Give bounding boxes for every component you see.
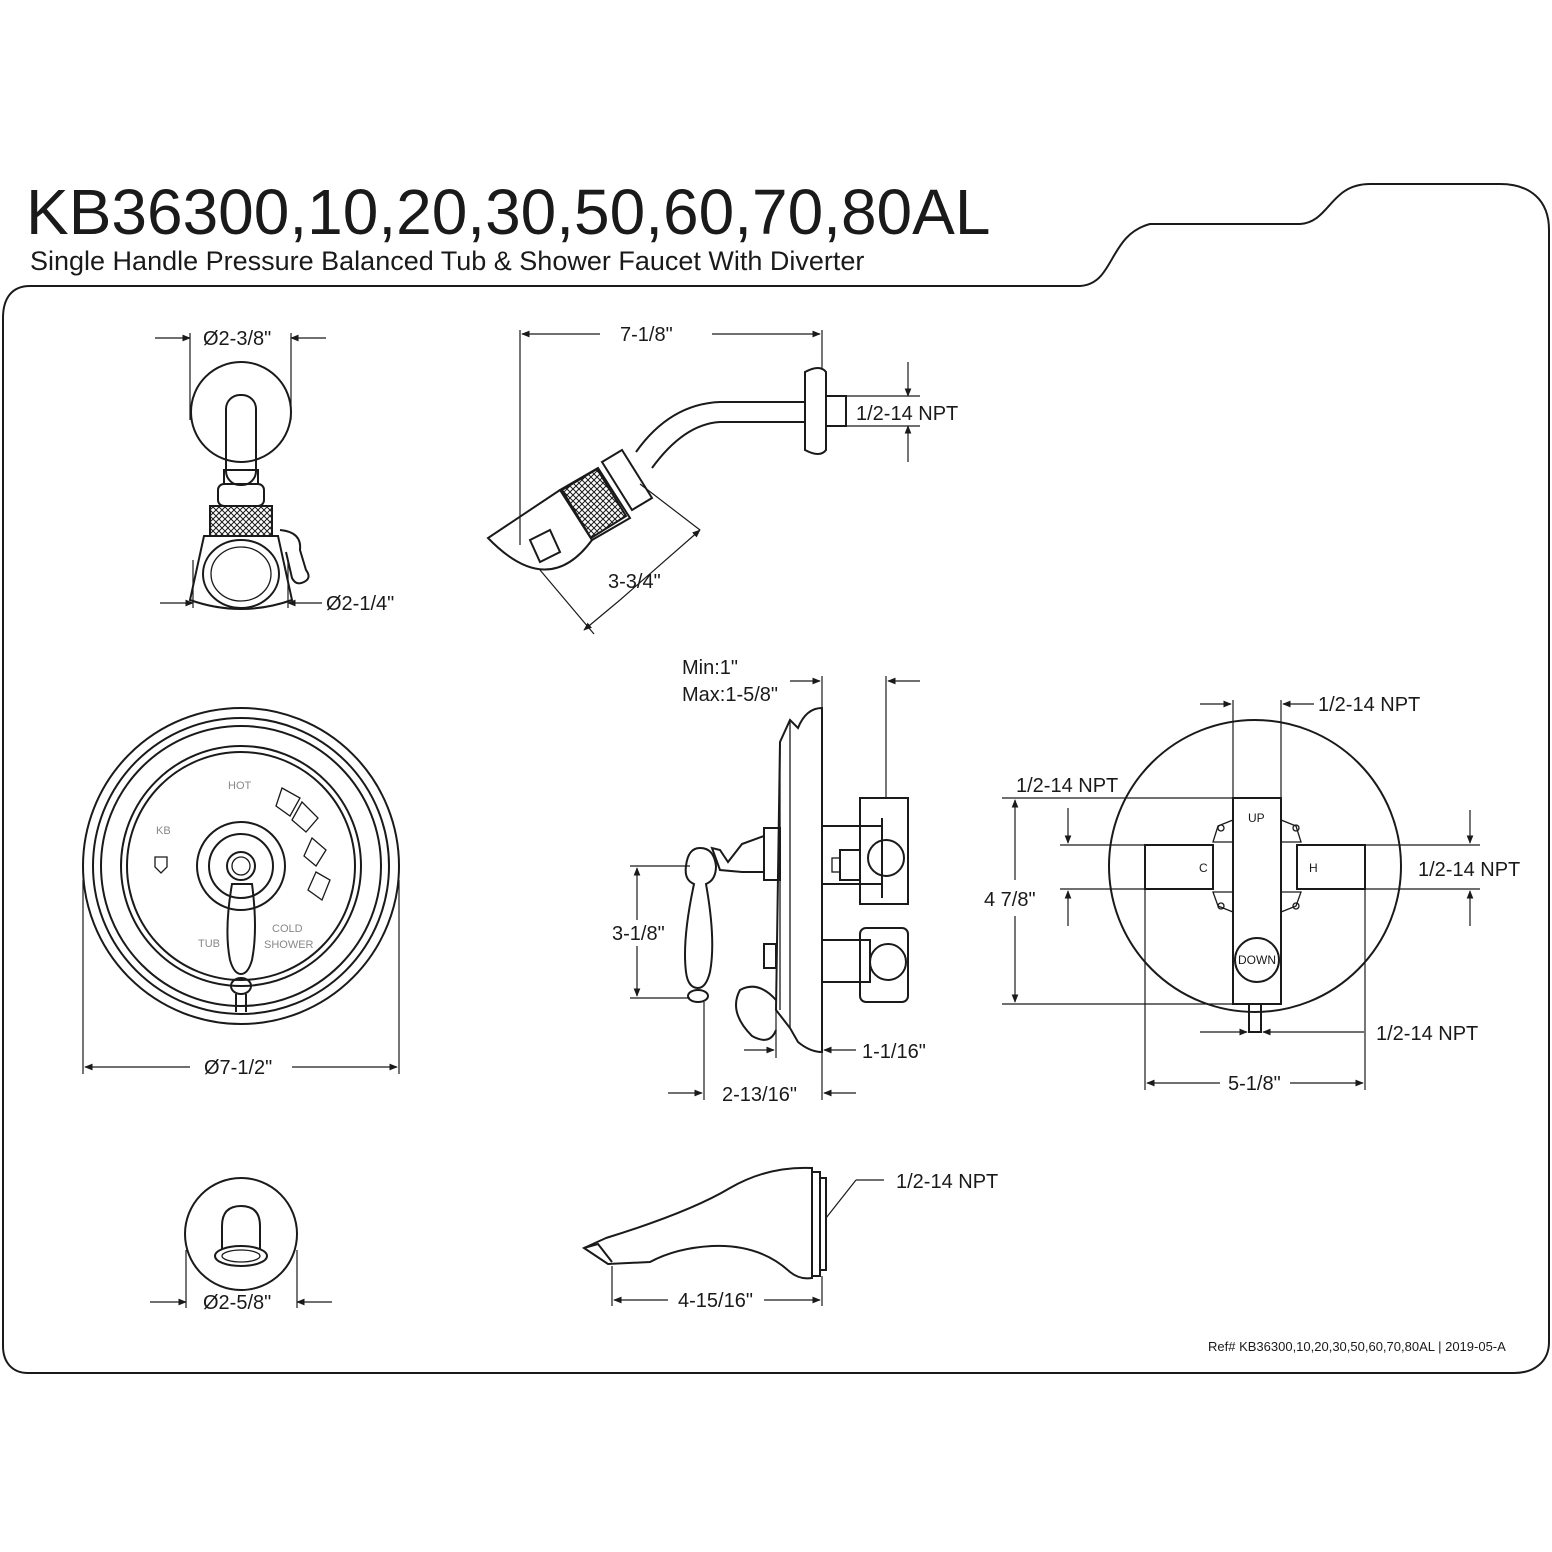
up-label: UP (1248, 811, 1265, 825)
logo-icon (154, 856, 168, 874)
brand-label: KB (156, 825, 171, 837)
tub-spout-side-view: 1/2-14 NPT 4-15/16" (581, 1166, 998, 1312)
depth-min-label: Min:1" (682, 657, 738, 679)
shower-label: SHOWER (264, 939, 314, 951)
tub-label: TUB (198, 938, 220, 950)
head-diameter-label: Ø2-1/4" (326, 593, 394, 615)
valve-side-view: Min:1" Max:1-5/8" 3-1/8" 1-1/16" 2-13/16… (612, 657, 926, 1106)
cold-label: COLD (272, 923, 303, 935)
handle-depth-label: 2-13/16" (722, 1084, 797, 1106)
spout-length-label: 4-15/16" (678, 1290, 753, 1312)
handle-height-label: 3-1/8" (612, 923, 665, 945)
tub-spout-front-view: Ø2-5/8" (150, 1177, 332, 1314)
product-description: Single Handle Pressure Balanced Tub & Sh… (30, 246, 864, 276)
valve-width-label: 5-1/8" (1228, 1073, 1281, 1095)
spout-thread-label: 1/2-14 NPT (896, 1171, 998, 1193)
right-port-label: 1/2-14 NPT (1418, 859, 1520, 881)
top-port-label: 1/2-14 NPT (1318, 694, 1420, 716)
hot-label: HOT (228, 780, 252, 792)
spout-diameter-label: Ø2-5/8" (203, 1292, 271, 1314)
valve-height-label: 4 7/8" (984, 889, 1036, 911)
flange-diameter-label: Ø2-3/8" (203, 328, 271, 350)
trim-plate-front-view: HOT KB COLD TUB SHOWER Ø7-1/2" (82, 707, 400, 1079)
arm-length-label: 7-1/8" (620, 324, 673, 346)
cold-port-label: C (1199, 861, 1208, 875)
title-block: KB36300,10,20,30,50,60,70,80AL Single Ha… (26, 176, 990, 276)
left-port-label: 1/2-14 NPT (1016, 775, 1118, 797)
model-title: KB36300,10,20,30,50,60,70,80AL (26, 176, 990, 248)
head-length-label: 3-3/4" (608, 571, 661, 593)
sheet-border (1, 183, 1550, 1374)
shower-arm-side-view: 7-1/8" 1/2-14 NPT 3-3/4" (486, 324, 958, 635)
down-label: DOWN (1238, 953, 1276, 967)
hot-port-label: H (1309, 861, 1318, 875)
arm-thread-label: 1/2-14 NPT (856, 403, 958, 425)
valve-rear-view: UP DOWN C H 1/2-14 NPT 1/2-14 NPT 1/2-14… (984, 694, 1520, 1095)
plate-offset-label: 1-1/16" (862, 1041, 926, 1063)
depth-max-label: Max:1-5/8" (682, 684, 778, 706)
reference-label: Ref# KB36300,10,20,30,50,60,70,80AL | 20… (1208, 1339, 1506, 1354)
plate-diameter-label: Ø7-1/2" (204, 1057, 272, 1079)
bottom-port-label: 1/2-14 NPT (1376, 1023, 1478, 1045)
shower-head-front-view: Ø2-3/8" Ø2-1/4" (155, 328, 394, 615)
